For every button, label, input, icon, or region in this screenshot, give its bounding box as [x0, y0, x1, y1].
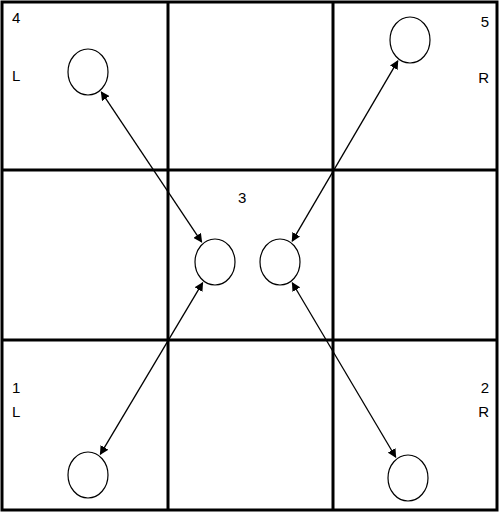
- side-label: L: [12, 68, 20, 83]
- position-number: 2: [481, 380, 489, 395]
- grid-cell: 3: [168, 170, 333, 340]
- grid-cell: 1L: [2, 340, 168, 510]
- grid-cell: 2R: [333, 340, 497, 510]
- side-label: R: [478, 70, 489, 85]
- double-arrow: [292, 283, 395, 458]
- grid-cell: 4L: [2, 2, 168, 170]
- double-arrow: [100, 283, 202, 455]
- position-number: 3: [238, 190, 246, 205]
- position-number: 1: [12, 380, 20, 395]
- side-label: R: [478, 404, 489, 419]
- grid-cell: 5R: [333, 2, 497, 170]
- double-arrow: [292, 61, 398, 241]
- position-number: 5: [481, 14, 489, 29]
- side-label: L: [12, 404, 20, 419]
- double-arrow: [101, 92, 201, 242]
- position-circles: [68, 17, 430, 501]
- position-number: 4: [12, 10, 20, 25]
